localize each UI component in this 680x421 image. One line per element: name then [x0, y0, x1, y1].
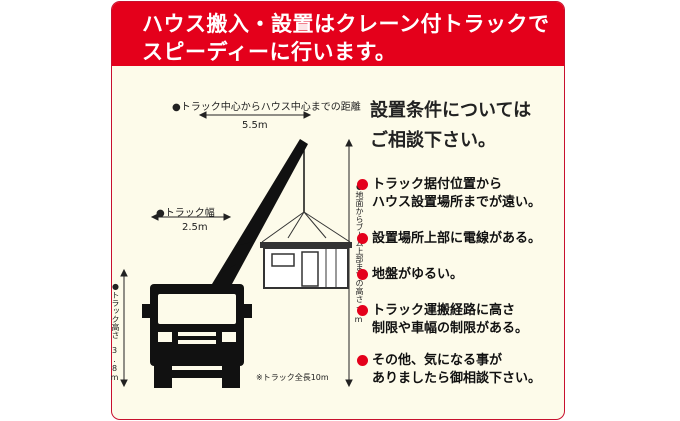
crane-boom [212, 139, 308, 284]
crane-truck-diagram [120, 111, 353, 388]
bullet-icon [357, 355, 368, 366]
header-banner: ハウス搬入・設置はクレーン付トラックで スピーディーに行います。 [112, 2, 564, 66]
header-line-1: ハウス搬入・設置はクレーン付トラックで [142, 12, 550, 36]
header-line-2: スピーディーに行います。 [142, 40, 397, 64]
bullet-icon [357, 233, 368, 244]
conditions-heading-line-1: 設置条件については [370, 100, 532, 121]
truck-height-dimension [120, 268, 128, 388]
truck-front [142, 284, 252, 388]
house-module [260, 211, 352, 289]
bullet-icon [357, 269, 368, 280]
truck-width-value: 2.5m [182, 222, 208, 233]
conditions-heading-line-2: ご相談下さい。 [370, 130, 496, 151]
truck-width-dimension [150, 213, 232, 221]
info-panel: ハウス搬入・設置はクレーン付トラックで スピーディーに行います。 [110, 2, 564, 419]
condition-item: トラック運搬経路に高さ 制限や車幅の制限がある。 [357, 302, 528, 338]
truck-length-note: ※トラック全長10m [256, 373, 329, 382]
bullet-icon [357, 305, 368, 316]
condition-item: トラック据付位置から ハウス設置場所までが遠い。 [357, 176, 541, 212]
truck-width-label: ●トラック幅 [156, 208, 215, 219]
condition-item: 設置場所上部に電線がある。 [357, 230, 541, 248]
truck-height-label: ●トラック高さ [111, 282, 120, 339]
center-distance-value: 5.5m [242, 120, 268, 131]
condition-item: 地盤がゆるい。 [357, 266, 463, 284]
condition-item: その他、気になる事が ありましたら御相談下さい。 [357, 352, 541, 388]
truck-height-value: 3.8m [110, 346, 119, 382]
bullet-icon [357, 179, 368, 190]
center-distance-dimension [198, 111, 312, 119]
center-distance-label: ●トラック中心からハウス中心までの距離 [172, 102, 361, 113]
